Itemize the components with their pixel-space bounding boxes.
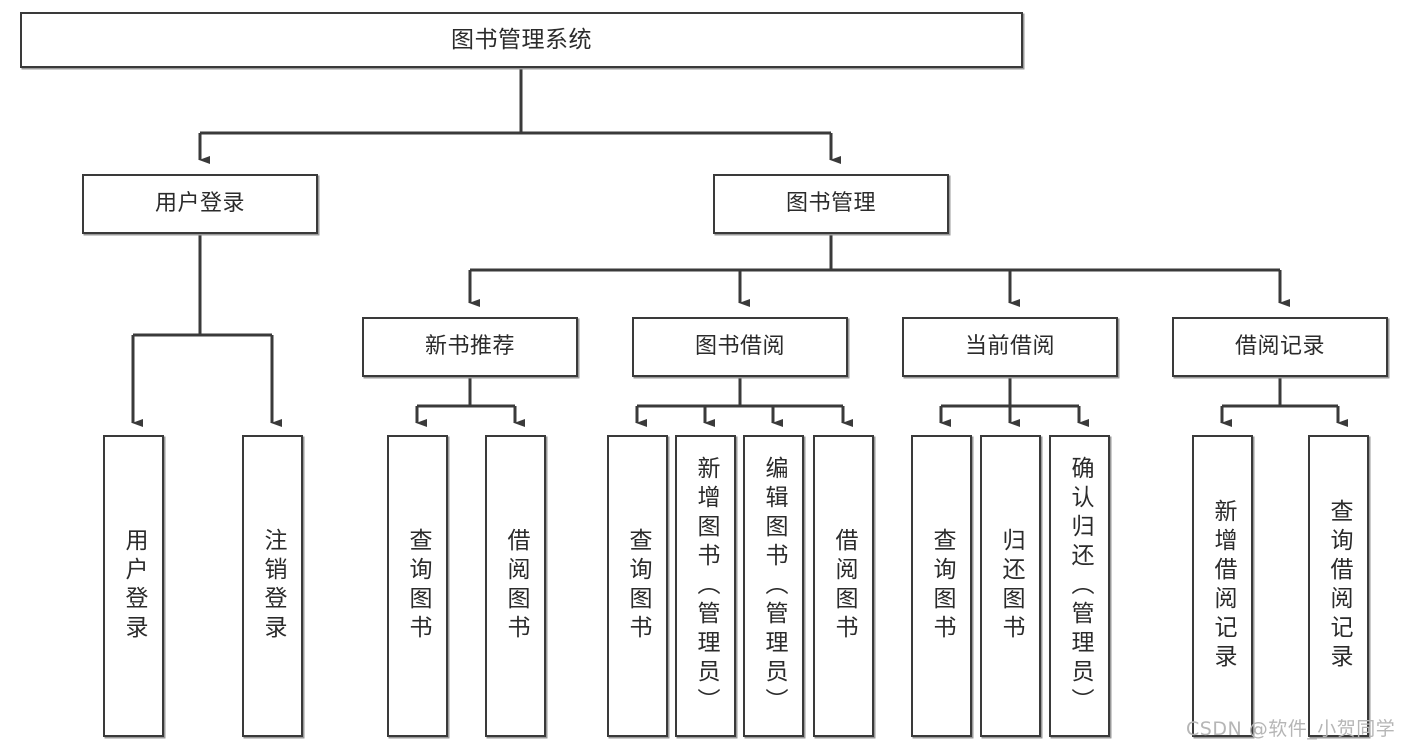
node-label: 编辑图书（管理员） bbox=[761, 455, 787, 717]
node-root-book-management-system[interactable]: 图书管理系统 bbox=[20, 12, 1023, 68]
node-label: 用户登录 bbox=[154, 191, 245, 217]
node-new-book-recommend[interactable]: 新书推荐 bbox=[362, 317, 578, 377]
node-label: 当前借阅 bbox=[964, 334, 1055, 360]
node-book-borrow[interactable]: 图书借阅 bbox=[632, 317, 848, 377]
node-label: 查询图书 bbox=[625, 528, 651, 644]
node-label: 图书管理 bbox=[785, 191, 876, 217]
leaf-query-book-borrow[interactable]: 查询图书 bbox=[607, 435, 668, 737]
leaf-return-book[interactable]: 归还图书 bbox=[980, 435, 1041, 737]
node-label: 归还图书 bbox=[998, 528, 1024, 644]
node-label: 图书借阅 bbox=[694, 334, 785, 360]
leaf-edit-book-admin[interactable]: 编辑图书（管理员） bbox=[743, 435, 804, 737]
leaf-user-login[interactable]: 用户登录 bbox=[103, 435, 164, 737]
csdn-watermark: CSDN @软件_小贺同学 bbox=[1186, 718, 1396, 740]
leaf-borrow-book-recommend[interactable]: 借阅图书 bbox=[485, 435, 546, 737]
node-label: 图书管理系统 bbox=[451, 26, 592, 53]
leaf-add-borrow-record[interactable]: 新增借阅记录 bbox=[1192, 435, 1253, 737]
node-label: 查询图书 bbox=[405, 528, 431, 644]
node-label: 查询借阅记录 bbox=[1326, 499, 1352, 673]
node-label: 注销登录 bbox=[260, 528, 286, 644]
node-borrow-record[interactable]: 借阅记录 bbox=[1172, 317, 1388, 377]
leaf-query-book-recommend[interactable]: 查询图书 bbox=[387, 435, 448, 737]
node-book-management[interactable]: 图书管理 bbox=[713, 174, 949, 234]
node-label: 用户登录 bbox=[121, 528, 147, 644]
node-label: 新书推荐 bbox=[424, 334, 515, 360]
leaf-query-book-current[interactable]: 查询图书 bbox=[911, 435, 972, 737]
node-label: 借阅记录 bbox=[1234, 334, 1325, 360]
node-label: 新增借阅记录 bbox=[1210, 499, 1236, 673]
node-label: 确认归还（管理员） bbox=[1067, 455, 1093, 717]
node-current-borrow[interactable]: 当前借阅 bbox=[902, 317, 1118, 377]
node-label: 借阅图书 bbox=[503, 528, 529, 644]
node-label: 借阅图书 bbox=[831, 528, 857, 644]
leaf-confirm-return-admin[interactable]: 确认归还（管理员） bbox=[1049, 435, 1110, 737]
node-label: 查询图书 bbox=[929, 528, 955, 644]
leaf-query-borrow-record[interactable]: 查询借阅记录 bbox=[1308, 435, 1369, 737]
leaf-add-book-admin[interactable]: 新增图书（管理员） bbox=[675, 435, 736, 737]
node-user-login[interactable]: 用户登录 bbox=[82, 174, 318, 234]
leaf-logout-login[interactable]: 注销登录 bbox=[242, 435, 303, 737]
leaf-borrow-book-borrow[interactable]: 借阅图书 bbox=[813, 435, 874, 737]
node-label: 新增图书（管理员） bbox=[693, 455, 719, 717]
